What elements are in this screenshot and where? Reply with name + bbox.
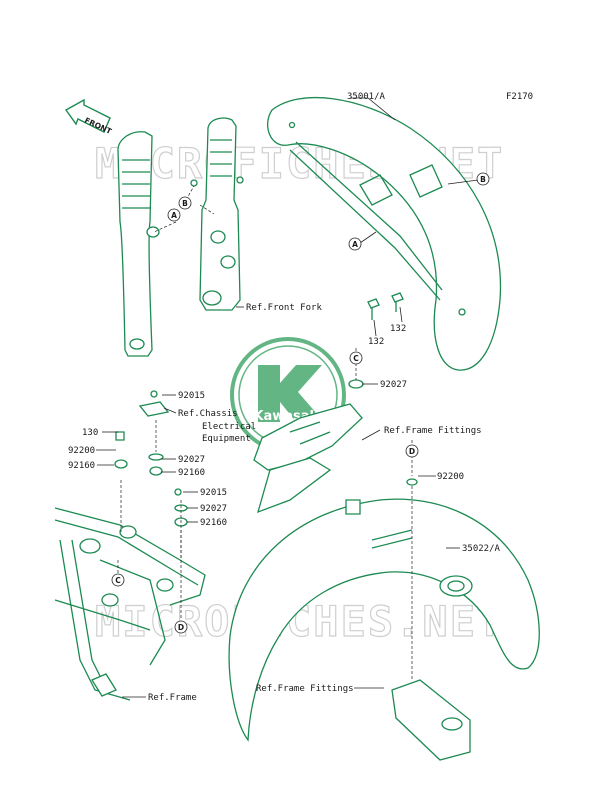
callout-b-fork: B — [178, 196, 192, 210]
leader-lines — [96, 97, 479, 698]
label-132-a: 132 — [390, 324, 406, 334]
callout-d-top: D — [405, 444, 419, 458]
ref-frame-fittings-lower: Ref.Frame Fittings — [256, 684, 354, 694]
callout-a-fork: A — [167, 208, 181, 222]
svg-text:C: C — [115, 576, 121, 585]
svg-text:D: D — [178, 623, 184, 632]
label-92027-top: 92027 — [380, 380, 407, 390]
callout-c-frame: C — [111, 573, 125, 587]
hardware-stack — [114, 379, 418, 527]
label-92015-a: 92015 — [178, 391, 205, 401]
fork-left — [117, 131, 160, 357]
front-fender — [267, 96, 502, 371]
callout-a-fender: A — [348, 237, 362, 251]
frame — [54, 507, 206, 701]
ref-front-fork: Ref.Front Fork — [246, 303, 322, 313]
figure-code: F2170 — [506, 92, 533, 102]
ref-chassis-3: Equipment — [202, 434, 251, 444]
svg-text:A: A — [352, 240, 358, 249]
ref-frame-fittings-upper: Ref.Frame Fittings — [384, 426, 482, 436]
bolt-132-b — [367, 298, 380, 320]
callout-c-top: C — [349, 351, 363, 365]
svg-text:D: D — [409, 447, 415, 456]
callout-b-fender: B — [476, 172, 490, 186]
label-132-b: 132 — [368, 337, 384, 347]
label-92027-c: 92027 — [200, 504, 227, 514]
ref-chassis-2: Electrical — [202, 422, 256, 432]
label-92160-a: 92160 — [68, 461, 95, 471]
ref-frame: Ref.Frame — [148, 693, 197, 703]
svg-text:B: B — [182, 199, 188, 208]
label-92160-c: 92160 — [200, 518, 227, 528]
svg-text:A: A — [171, 211, 177, 220]
label-35022: 35022/A — [462, 544, 501, 554]
bolt-132-a — [391, 292, 404, 312]
svg-text:B: B — [480, 175, 486, 184]
label-92015-b: 92015 — [200, 488, 227, 498]
fender-bracket — [253, 403, 363, 514]
label-92027-b: 92027 — [178, 455, 205, 465]
label-92200-b: 92200 — [437, 472, 464, 482]
callout-d-frame: D — [174, 620, 188, 634]
ref-chassis-1: Ref.Chassis — [178, 409, 238, 419]
label-92200-a: 92200 — [68, 446, 95, 456]
svg-text:C: C — [353, 354, 359, 363]
front-arrow-icon: FRONT — [64, 98, 114, 136]
label-35001: 35001/A — [347, 92, 386, 102]
fork-right — [190, 117, 244, 311]
label-92160-b: 92160 — [178, 468, 205, 478]
rear-fender — [228, 498, 540, 761]
label-130: 130 — [82, 428, 98, 438]
